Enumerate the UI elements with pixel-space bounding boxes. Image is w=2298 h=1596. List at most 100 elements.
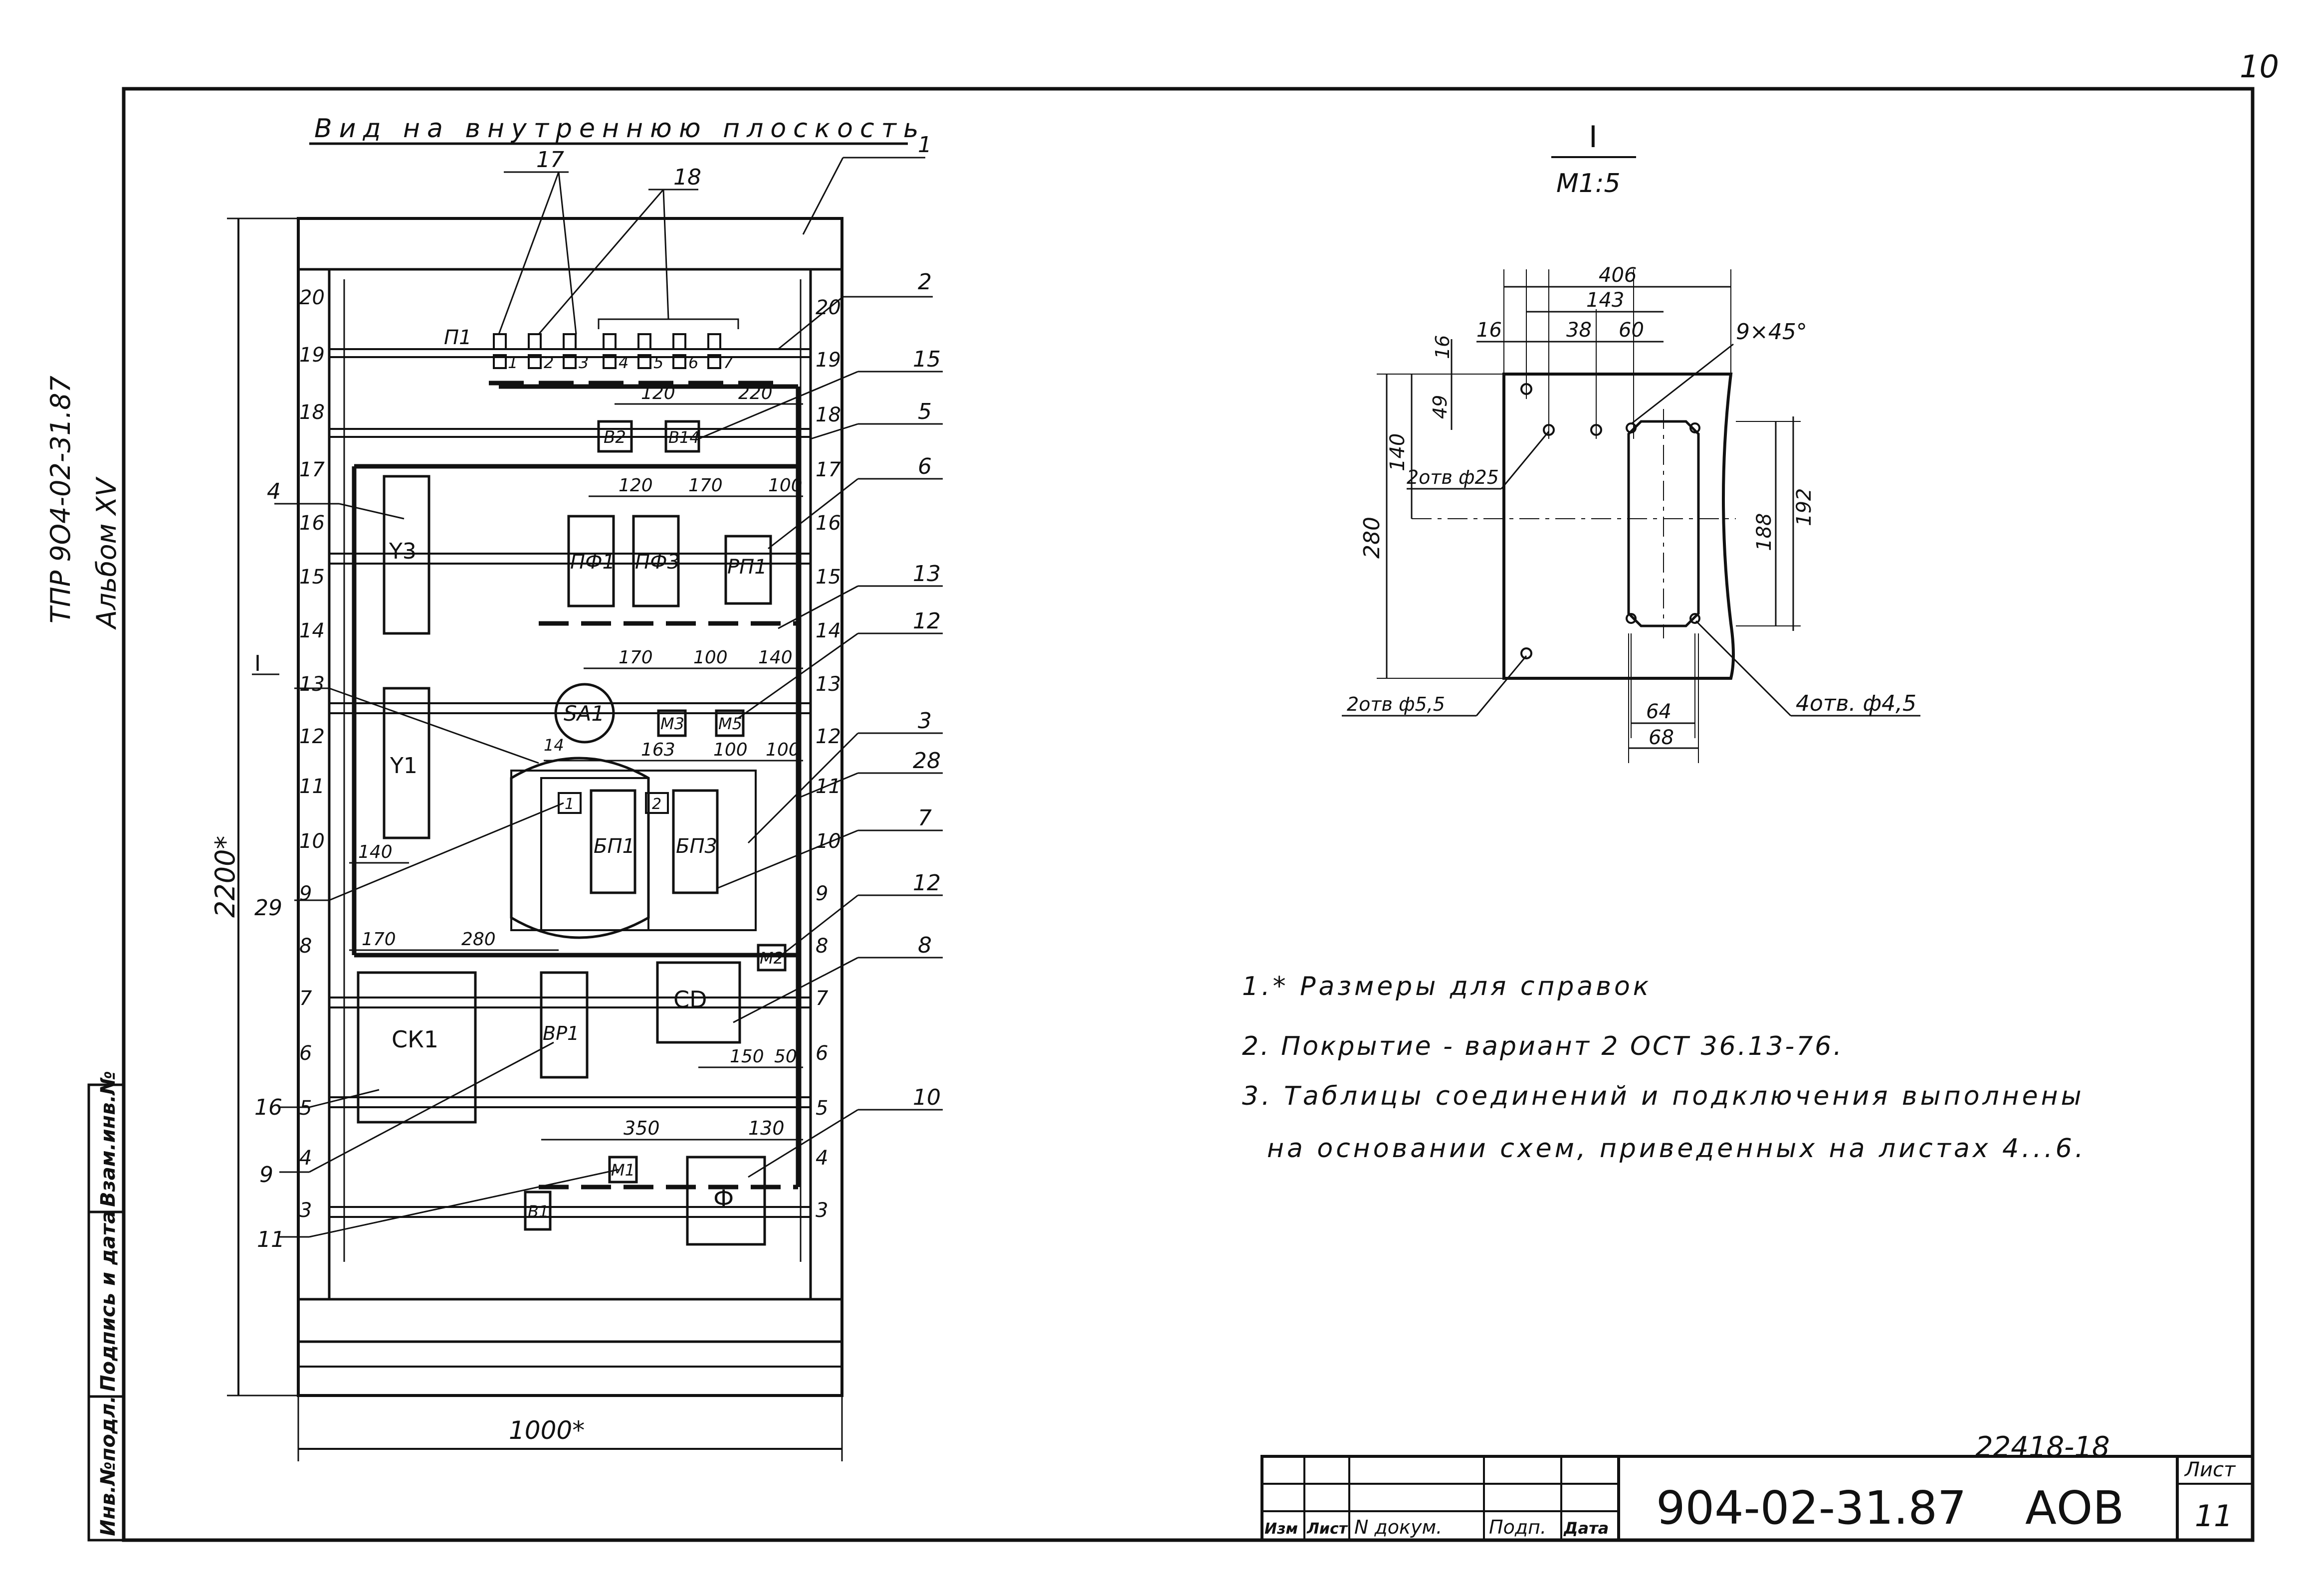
- scale-num: 20: [299, 286, 325, 309]
- dim-60: 60: [1619, 319, 1644, 342]
- strip-signature-cell: Подпись и дата: [97, 1210, 120, 1392]
- dim-38: 38: [1566, 319, 1592, 342]
- component-b2: В2: [597, 420, 633, 453]
- note-3: 3. Таблицы соединений и подключения выпо…: [1242, 1081, 2085, 1111]
- dim-64: 64: [1646, 700, 1671, 723]
- callout-5: 5: [918, 399, 932, 424]
- label-holes25: 2отв ф25: [1407, 466, 1499, 488]
- component-f: Ф: [686, 1156, 766, 1246]
- side-stamp: ТПР 9О4-02-31.87 Альбом XV: [45, 376, 122, 630]
- component-pf3: ПФ3: [632, 515, 680, 607]
- terminal-label: П1: [444, 326, 472, 349]
- label-vr1: ВР1: [543, 1022, 579, 1044]
- label-holes55: 2отв ф5,5: [1347, 693, 1445, 715]
- main-view: Вид на внутреннюю плоскость 20 19 18 17 …: [209, 114, 943, 1461]
- dim-16a: 16: [1476, 319, 1502, 342]
- dim-text: 140: [758, 647, 793, 668]
- callout-7: 7: [918, 805, 932, 831]
- callout-28: 28: [913, 748, 941, 774]
- header-doc: N докум.: [1354, 1516, 1442, 1538]
- label-pf3: ПФ3: [635, 551, 680, 574]
- scale-num: 18: [299, 401, 325, 424]
- scale-num: 14: [816, 619, 841, 642]
- side-stamp-code: ТПР 9О4-02-31.87: [45, 376, 76, 623]
- scale-right: 20 19 18 17 16 15 14 13 12 11 10 9 8 7 6…: [816, 296, 841, 1222]
- scale-num: 17: [816, 458, 841, 481]
- overall-width-dim: 1000*: [297, 1396, 843, 1461]
- scale-num: 10: [816, 830, 841, 853]
- scale-num: 4: [816, 1147, 828, 1170]
- component-bp-housing: [510, 757, 757, 939]
- scale-num: 7: [299, 987, 312, 1010]
- page-number: 10: [2240, 48, 2279, 85]
- scale-num: 4: [299, 1147, 312, 1170]
- label-bs1: 1: [565, 796, 574, 813]
- header-date: Дата: [1563, 1519, 1609, 1538]
- label-holes45: 4отв. ф4,5: [1796, 691, 1916, 716]
- component-cd: СD: [656, 961, 741, 1044]
- label-ck1: СК1: [392, 1026, 438, 1053]
- callout-12b: 12: [913, 870, 941, 896]
- label-f: Ф: [713, 1185, 734, 1213]
- component-m5: М5: [715, 709, 745, 737]
- document-mark: АОВ: [2025, 1481, 2124, 1535]
- scale-num: 15: [299, 566, 325, 589]
- callout-12a: 12: [913, 608, 941, 634]
- inventory-number: 22418-18: [1975, 1431, 2110, 1463]
- note-2: 2. Покрытие - вариант 2 ОСТ 36.13-76.: [1242, 1031, 1844, 1061]
- terminal-block-p1: П1 1 2 3 4 5 6 7: [444, 318, 739, 372]
- detail-view: I М1:5 406 143 16 38 60 9×45°: [1342, 120, 1920, 763]
- component-m1: М1: [608, 1156, 638, 1184]
- scale-num: 15: [816, 566, 841, 589]
- din-rails: [329, 348, 811, 1218]
- callout-29: 29: [254, 895, 282, 921]
- dim-192: 192: [1793, 488, 1816, 526]
- scale-num: 6: [816, 1042, 828, 1065]
- sheet-label: Лист: [2184, 1458, 2236, 1481]
- scale-num: 3: [816, 1199, 828, 1222]
- header-izm: Изм: [1264, 1520, 1298, 1538]
- component-y1: Y1: [383, 687, 430, 839]
- scale-num: 10: [299, 830, 325, 853]
- component-pf1: ПФ1: [567, 515, 615, 607]
- dim-188: 188: [1753, 513, 1776, 551]
- dim-text: 170: [362, 929, 396, 950]
- cabinet-outline: [297, 217, 843, 1397]
- main-view-title: Вид на внутреннюю плоскость: [314, 114, 926, 144]
- note-3-cont: на основании схем, приведенных на листах…: [1267, 1134, 2086, 1164]
- dim-text: 120: [619, 475, 653, 496]
- dim-406: 406: [1599, 264, 1637, 287]
- callout-8: 8: [918, 933, 932, 958]
- width-dim-text: 1000*: [509, 1416, 585, 1445]
- callout-18: 18: [673, 165, 701, 190]
- title-block: 22418-18 Изм Лист N докум. Подп. Дата 90…: [1260, 1431, 2254, 1542]
- component-rp1: РП1: [724, 535, 772, 605]
- label-bp3: БП3: [676, 835, 717, 858]
- detail-scale: М1:5: [1556, 169, 1621, 199]
- dim-text: 100: [768, 475, 803, 496]
- scale-num: 16: [299, 512, 325, 535]
- scale-num: 17: [299, 458, 325, 481]
- dim-text: 170: [619, 647, 653, 668]
- strip-inventory-cell: Инв.№подл.: [97, 1396, 120, 1536]
- component-bs2: 2: [645, 792, 669, 814]
- label-b2: В2: [604, 427, 626, 447]
- dim-text: 140: [358, 842, 393, 862]
- dim-text: 100: [693, 647, 728, 668]
- scale-num: 7: [816, 987, 829, 1010]
- scale-num: 9: [816, 882, 828, 905]
- dim-280: 280: [1359, 517, 1385, 559]
- side-stamp-album: Альбом XV: [91, 476, 122, 630]
- dim-text: 350: [624, 1117, 660, 1139]
- label-y3: Y3: [389, 539, 417, 564]
- callout-11: 11: [257, 1227, 285, 1252]
- terminal-num: 5: [653, 353, 663, 372]
- callout-17: 17: [536, 147, 564, 173]
- scale-num: 18: [816, 403, 841, 426]
- dim-text: 100: [766, 740, 800, 760]
- component-b14: В14: [664, 420, 700, 453]
- component-b1: В1: [524, 1191, 552, 1231]
- scale-num: 11: [299, 775, 325, 798]
- section-mark: I: [254, 651, 261, 676]
